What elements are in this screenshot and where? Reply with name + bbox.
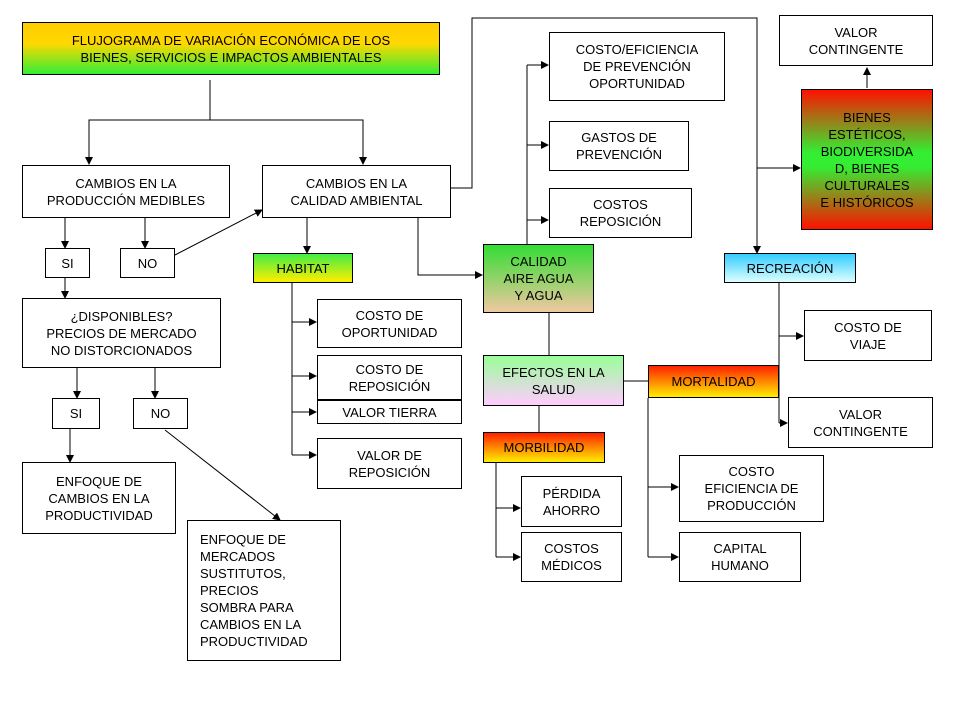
box-si-1: SI [45,248,90,278]
arrow-to-enfoque-mercados [164,429,281,521]
box-efectos-salud: EFECTOS EN LA SALUD [483,355,624,406]
box-costos-reposicion: COSTOS REPOSICIÓN [549,188,692,238]
box-no-1: NO [120,248,175,278]
box-capital-humano: CAPITAL HUMANO [679,532,801,582]
box-costo-reposicion: COSTO DE REPOSICIÓN [317,355,462,400]
box-calidad-ambiental: CAMBIOS EN LA CALIDAD AMBIENTAL [262,165,451,218]
box-morbilidad: MORBILIDAD [483,432,605,463]
box-costos-medicos: COSTOS MÉDICOS [521,532,622,582]
box-bienes-esteticos: BIENES ESTÉTICOS, BIODIVERSIDA D, BIENES… [801,89,933,230]
arrow-to-produccion [85,80,211,165]
diagram-title: FLUJOGRAMA DE VARIACIÓN ECONÓMICA DE LOS… [22,22,440,75]
box-calidad-aire-agua: CALIDAD AIRE AGUA Y AGUA [483,244,594,313]
box-perdida-ahorro: PÉRDIDA AHORRO [521,476,622,527]
box-valor-tierra: VALOR TIERRA [317,400,462,424]
box-valor-contingente-bottom: VALOR CONTINGENTE [788,397,933,448]
box-produccion-medibles: CAMBIOS EN LA PRODUCCIÓN MEDIBLES [22,165,230,218]
arrow-to-calidad-aire [417,218,483,279]
box-gastos-prevencion: GASTOS DE PREVENCIÓN [549,121,689,171]
box-enfoque-productividad: ENFOQUE DE CAMBIOS EN LA PRODUCTIVIDAD [22,462,176,534]
arrow-to-recreacion [451,17,761,254]
box-mortalidad: MORTALIDAD [648,365,779,398]
box-costo-eficiencia-prevencion: COSTO/EFICIENCIA DE PREVENCIÓN OPORTUNID… [549,32,725,101]
box-no-2: NO [133,398,188,429]
arrow-no1-to-calidad [174,209,263,256]
box-si-2: SI [52,398,100,429]
box-costo-oportunidad: COSTO DE OPORTUNIDAD [317,299,462,348]
box-costo-eficiencia-produccion: COSTO EFICIENCIA DE PRODUCCIÓN [679,455,824,522]
box-habitat: HABITAT [253,253,353,283]
box-recreacion: RECREACIÓN [724,253,856,283]
box-valor-contingente-top: VALOR CONTINGENTE [779,15,933,66]
box-costo-viaje: COSTO DE VIAJE [804,310,932,361]
arrow-to-calidad-ambiental [210,119,367,165]
box-disponibles: ¿DISPONIBLES? PRECIOS DE MERCADO NO DIST… [22,298,221,368]
box-enfoque-mercados: ENFOQUE DE MERCADOS SUSTITUTOS, PRECIOS … [187,520,341,661]
box-valor-reposicion: VALOR DE REPOSICIÓN [317,438,462,489]
